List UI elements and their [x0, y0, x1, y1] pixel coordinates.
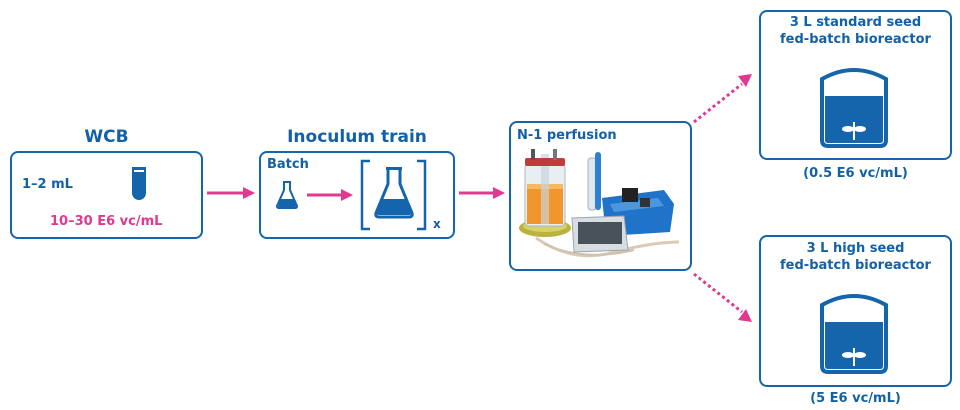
test-tube-icon — [132, 167, 146, 200]
arrow-batch-to-flask — [307, 189, 353, 201]
inoculum-title: Inoculum train — [287, 127, 427, 147]
high-seed-line2: fed-batch bioreactor — [780, 258, 931, 273]
multiplier-label: x — [433, 217, 441, 231]
wcb-title: WCB — [84, 127, 129, 147]
batch-label: Batch — [267, 157, 309, 172]
perfusion-equipment-image — [519, 149, 680, 258]
arrow-wcb-to-inoculum — [207, 187, 255, 199]
wcb-density: 10–30 E6 vc/mL — [50, 214, 163, 229]
arrow-inoculum-to-perfusion — [459, 187, 505, 199]
wcb-volume: 1–2 mL — [22, 177, 73, 192]
bioreactor-icon — [820, 294, 888, 374]
arrow-to-high-seed — [693, 272, 752, 322]
bioreactor-icon — [820, 68, 888, 148]
standard-seed-density: (0.5 E6 vc/mL) — [803, 166, 908, 181]
bracket-right — [417, 159, 427, 231]
standard-seed-line1: 3 L standard seed — [789, 15, 922, 30]
large-flask-icon — [374, 167, 414, 219]
perfusion-label: N-1 perfusion — [517, 128, 617, 143]
standard-seed-line2: fed-batch bioreactor — [780, 32, 931, 47]
bracket-left — [360, 159, 370, 231]
high-seed-line1: 3 L high seed — [806, 241, 905, 256]
small-flask-icon — [275, 181, 299, 209]
arrow-to-standard-seed — [693, 74, 752, 124]
high-seed-density: (5 E6 vc/mL) — [810, 391, 901, 406]
wcb-box — [10, 151, 203, 239]
